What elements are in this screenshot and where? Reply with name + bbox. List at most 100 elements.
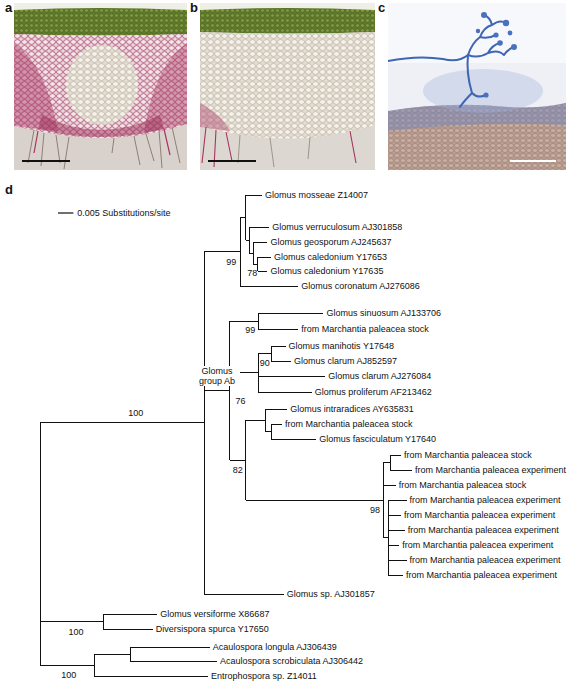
- taxon-label: Glomus intraradices AY635831: [290, 404, 413, 414]
- scale-label: 0.005 Substitutions/site: [77, 208, 170, 218]
- tree-branch: [94, 654, 95, 676]
- fungal-colonisation: [14, 43, 58, 131]
- green-tissue: [200, 8, 375, 34]
- tree-branch: [253, 264, 258, 265]
- taxon-label: Glomus geosporum AJ245637: [270, 237, 391, 247]
- tree-branch: [240, 217, 245, 218]
- taxon-label: Diversispora spurca Y17650: [156, 624, 269, 634]
- panel-letter: c: [378, 1, 385, 16]
- taxon-label: Glomus clarum AJ852597: [294, 356, 397, 366]
- tree-branch: [258, 376, 325, 377]
- taxon-label: Glomus mosseae Z14007: [265, 190, 368, 200]
- taxon-label: Glomus caledonium Y17635: [270, 266, 383, 276]
- rhizoids: [202, 127, 356, 167]
- taxon-label: Glomus coronatum AJ276086: [301, 281, 420, 291]
- taxon-label: Glomus verruculosum AJ301858: [272, 222, 402, 232]
- taxon-label: Acaulospora scrobiculata AJ306442: [220, 656, 363, 666]
- tree-branch: [258, 271, 268, 272]
- tree-branch: [271, 424, 272, 439]
- taxon-label: from Marchantia paleacea experiment: [406, 570, 557, 580]
- taxon-label: from Marchantia paleacea experiment: [415, 465, 566, 475]
- tree-branch: [388, 530, 404, 531]
- tree-branch: [246, 195, 262, 196]
- tree-branch: [390, 455, 401, 456]
- taxon-label: from Marchantia paleacea experiment: [410, 495, 561, 505]
- tree-branch: [130, 647, 209, 648]
- tree-branch: [40, 621, 103, 622]
- scale-bar: [22, 160, 70, 162]
- green-tissue: [14, 8, 187, 36]
- taxon-label: Entrophospora sp. Z14011: [211, 671, 317, 681]
- fungal-hypha: [388, 15, 514, 107]
- tree-branch: [388, 575, 402, 576]
- scale-bar: [208, 160, 256, 162]
- panel-letter: b: [190, 1, 198, 16]
- tree-branch: [130, 661, 217, 662]
- taxon-label: Glomus fasciculatum Y17640: [319, 434, 436, 444]
- tree-branch: [388, 545, 399, 546]
- tree-branch: [258, 329, 298, 330]
- tree-branch: [103, 614, 104, 629]
- rhizoids: [34, 129, 170, 155]
- taxon-label: from Marchantia paleacea experiment: [408, 525, 559, 535]
- taxon-label: from Marchantia paleacea stock: [301, 324, 429, 334]
- tree-branch: [390, 470, 412, 471]
- tree-branch: [204, 594, 283, 595]
- tree-branch: [230, 321, 259, 322]
- tree-branch: [103, 614, 157, 615]
- tree-branch: [258, 353, 271, 354]
- taxon-label: from Marchantia paleacea experiment: [402, 540, 553, 550]
- tree-branch: [258, 257, 272, 258]
- tree-branch: [271, 361, 291, 362]
- scale-bar: [58, 212, 73, 213]
- panel-letter: d: [5, 183, 13, 198]
- tree-branch: [271, 346, 285, 347]
- rhizoids: [28, 127, 180, 169]
- slide-ground: [14, 3, 187, 170]
- taxon-label: from Marchantia paleacea experiment: [410, 555, 561, 565]
- tree-branch: [258, 313, 323, 314]
- tree-branch: [383, 463, 384, 538]
- arbuscule-branches: [476, 12, 517, 98]
- tree-branch: [257, 257, 258, 271]
- bootstrap-value: 99: [245, 325, 255, 335]
- tree-branch: [253, 242, 267, 243]
- tree-branch: [249, 253, 253, 254]
- taxon-label: Glomus sp. AJ301857: [287, 589, 375, 599]
- tissue: [200, 32, 375, 139]
- tree-branch: [388, 500, 389, 575]
- tree-branch: [265, 409, 266, 432]
- tree-branch: [204, 252, 205, 594]
- taxon-label: from Marchantia paleacea stock: [404, 450, 532, 460]
- tree-branch: [240, 218, 241, 287]
- taxon-label: from Marchantia paleacea stock: [399, 480, 527, 490]
- tree-branch: [271, 424, 282, 425]
- tree-branch: [266, 431, 271, 432]
- tree-branch: [388, 500, 406, 501]
- tree-branch: [40, 422, 204, 423]
- bootstrap-value: 82: [233, 465, 243, 475]
- tree-branch: [245, 195, 246, 240]
- taxon-label: from Marchantia paleacea stock: [285, 419, 413, 429]
- tree-branch: [266, 409, 288, 410]
- midrib: [66, 45, 138, 125]
- bootstrap-value: 99: [226, 257, 236, 267]
- fungal-colonisation: [200, 103, 230, 131]
- taxon-label: Glomus versiforme X86687: [160, 609, 269, 619]
- taxon-label: Acaulospora longula AJ306439: [213, 642, 337, 652]
- tree-branch: [253, 242, 254, 264]
- bootstrap-value: 90: [260, 358, 270, 368]
- tree-branch: [258, 354, 259, 393]
- bootstrap-value: 100: [128, 408, 143, 418]
- tree-branch: [246, 240, 250, 241]
- tree-branch: [388, 515, 401, 516]
- slide-ground: [388, 3, 566, 170]
- clade-label: Glomus group Ab: [194, 366, 240, 387]
- bootstrap-value: 98: [370, 505, 380, 515]
- tree-branch: [204, 251, 240, 252]
- slide-ground: [388, 3, 566, 63]
- tree-branch: [230, 460, 246, 461]
- cell-layer: [388, 103, 566, 170]
